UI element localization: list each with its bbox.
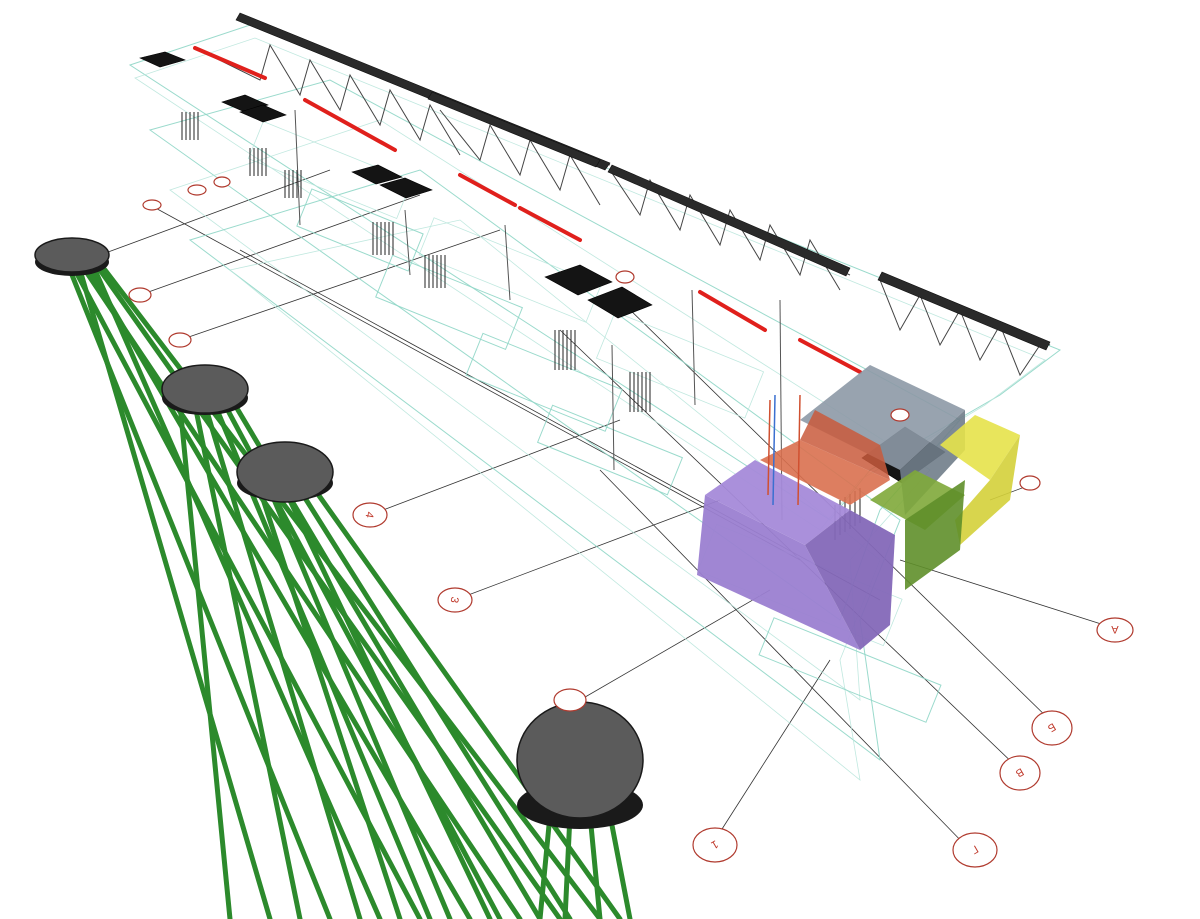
volume-purple — [705, 460, 850, 545]
pile-cap-2 — [161, 364, 249, 414]
grid-bubble-1: 1 — [692, 827, 738, 863]
svg-text:4: 4 — [363, 511, 376, 519]
grid-bubble-V: В — [999, 755, 1041, 791]
grid-bubble-B: Б — [1031, 710, 1073, 746]
svg-text:Г: Г — [969, 842, 980, 855]
svg-text:А: А — [1111, 623, 1119, 635]
grid-bubble-A: А — [1096, 617, 1134, 643]
solar-panels — [235, 12, 1051, 351]
volume-orange — [760, 440, 890, 505]
grid-bubble-4: 4 — [352, 502, 388, 528]
svg-text:1: 1 — [709, 837, 720, 850]
grid-bubble-G: Г — [952, 832, 998, 868]
grid-bubbles: 4 3 1 А Б В Г — [128, 176, 1134, 868]
piles — [67, 267, 633, 919]
volume-yellow — [940, 415, 1020, 480]
grid-bubble-small-upper — [128, 176, 1041, 491]
colored-volumes — [697, 365, 1020, 650]
roof-trusses — [194, 14, 1051, 377]
rebar-cages — [181, 109, 861, 540]
pile-cap-3 — [236, 441, 334, 503]
grid-bubble-2 — [553, 688, 587, 712]
svg-text:3: 3 — [448, 596, 461, 604]
grid-bubble-3: 3 — [437, 587, 473, 613]
red-beams — [193, 46, 862, 374]
pile-caps — [34, 237, 644, 829]
pile-cap-4 — [516, 701, 644, 819]
pile-cap-1 — [34, 237, 110, 273]
volume-gray — [800, 365, 965, 470]
